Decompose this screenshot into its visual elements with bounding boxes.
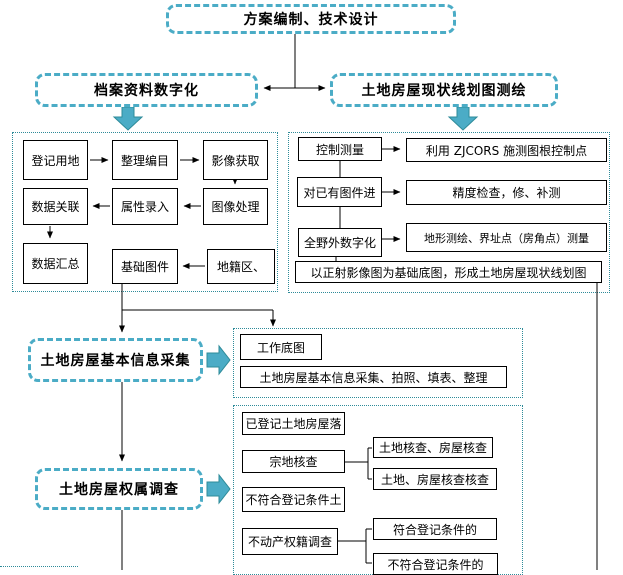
bracket-cadastral-survey: [338, 528, 372, 564]
stage-basic-info-collection: 土地房屋基本信息采集: [28, 338, 203, 382]
box-working-basemap-label: 工作底图: [256, 340, 305, 355]
collect-panel: [233, 328, 523, 398]
box-data-link: 数据关联: [23, 188, 88, 225]
box-land-house-check-2-label: 土地、房屋核查核查: [380, 472, 489, 487]
box-image-process-label: 图像处理: [211, 200, 260, 214]
box-image-acquire-label: 影像获取: [211, 153, 260, 168]
box-realestate-cadastral-survey: 不动产权籍调查: [242, 528, 338, 555]
stage-plan-design: 方案编制、技术设计: [166, 4, 456, 34]
box-zjcors-control-points-label: 利用 ZJCORS 施测图根控制点: [425, 143, 588, 158]
box-attribute-entry-label: 属性录入: [120, 200, 169, 214]
box-not-meet-registration: 不符合登记条件的: [373, 553, 498, 575]
box-orthophoto-basemap-label: 以正射影像图为基础底图，形成土地房屋现状线划图: [310, 265, 587, 280]
box-cadastral-zone-label: 地籍区、: [216, 260, 265, 274]
box-parcel-check: 宗地核查: [242, 450, 345, 473]
stage-archive-digitization: 档案资料数字化: [35, 73, 258, 107]
box-not-meet-registration-label: 不符合登记条件的: [387, 557, 484, 572]
box-not-meet-condition-land: 不符合登记条件土: [242, 487, 345, 512]
box-terrain-boundary-survey-label: 地形测绘、界址点（房角点）测量: [424, 231, 589, 245]
block-arrow-right-collect-icon: [206, 344, 231, 376]
box-data-summary-label: 数据汇总: [31, 257, 80, 271]
stage-basic-info-collection-label: 土地房屋基本信息采集: [40, 353, 191, 369]
box-register-land-label: 登记用地: [31, 153, 80, 168]
box-base-maps-label: 基础图件: [120, 260, 169, 274]
box-base-maps: 基础图件: [112, 249, 178, 284]
box-registered-land-house-label: 已登记土地房屋落: [245, 417, 342, 431]
box-meet-registration: 符合登记条件的: [373, 518, 497, 540]
stage-plan-design-label: 方案编制、技术设计: [243, 12, 379, 28]
box-image-acquire: 影像获取: [203, 140, 268, 180]
cutoff-panel-border: [0, 566, 78, 570]
box-realestate-cadastral-survey-label: 不动产权籍调查: [247, 535, 332, 549]
block-arrow-right-ownership-icon: [206, 473, 231, 505]
box-control-survey-label: 控制测量: [315, 142, 364, 157]
box-data-link-label: 数据关联: [31, 200, 80, 214]
box-image-process: 图像处理: [203, 188, 268, 225]
box-organize-catalog: 整理编目: [112, 140, 178, 180]
box-terrain-boundary-survey: 地形测绘、界址点（房角点）测量: [406, 223, 607, 252]
archive-panel: [12, 132, 278, 292]
box-control-survey: 控制测量: [298, 137, 382, 161]
box-collect-photo-fill-organize-label: 土地房屋基本信息采集、拍照、填表、整理: [259, 370, 488, 385]
stage-ownership-survey: 土地房屋权属调查: [35, 468, 203, 510]
line-basemap-down: [121, 284, 273, 311]
box-accuracy-check-label: 精度检查，修、补测: [452, 186, 561, 200]
block-arrow-down-mapping-icon: [447, 106, 479, 131]
box-existing-maps-label: 对已有图件进: [303, 185, 376, 200]
box-collect-photo-fill-organize: 土地房屋基本信息采集、拍照、填表、整理: [240, 366, 507, 388]
box-accuracy-check: 精度检查，修、补测: [406, 180, 607, 205]
box-field-digitization-label: 全野外数字化: [303, 236, 376, 250]
box-existing-maps: 对已有图件进: [297, 177, 382, 207]
box-organize-catalog-label: 整理编目: [120, 153, 169, 168]
box-attribute-entry: 属性录入: [112, 188, 178, 225]
box-registered-land-house: 已登记土地房屋落: [242, 412, 345, 435]
box-data-summary: 数据汇总: [23, 243, 88, 284]
box-zjcors-control-points: 利用 ZJCORS 施测图根控制点: [406, 138, 607, 162]
stage-survey-mapping: 土地房屋现状线划图测绘: [330, 73, 558, 107]
box-field-digitization: 全野外数字化: [298, 228, 382, 257]
stage-archive-digitization-label: 档案资料数字化: [94, 83, 199, 99]
box-parcel-check-label: 宗地核查: [269, 455, 318, 469]
box-not-meet-condition-land-label: 不符合登记条件土: [245, 493, 342, 507]
box-land-house-check: 土地核查、房屋核查: [373, 437, 493, 458]
block-arrow-down-archive-icon: [112, 106, 144, 131]
box-land-house-check-2: 土地、房屋核查核查: [373, 468, 497, 490]
box-cadastral-zone: 地籍区、: [207, 249, 275, 284]
box-orthophoto-basemap: 以正射影像图为基础底图，形成土地房屋现状线划图: [295, 261, 602, 283]
survey-panel: [288, 132, 610, 293]
box-working-basemap: 工作底图: [240, 334, 322, 360]
box-land-house-check-label: 土地核查、房屋核查: [378, 441, 487, 455]
bracket-parcel-check: [345, 447, 372, 480]
stage-ownership-survey-label: 土地房屋权属调查: [59, 482, 179, 498]
box-register-land: 登记用地: [23, 140, 88, 180]
box-meet-registration-label: 符合登记条件的: [392, 522, 477, 537]
stage-survey-mapping-label: 土地房屋现状线划图测绘: [361, 83, 527, 99]
